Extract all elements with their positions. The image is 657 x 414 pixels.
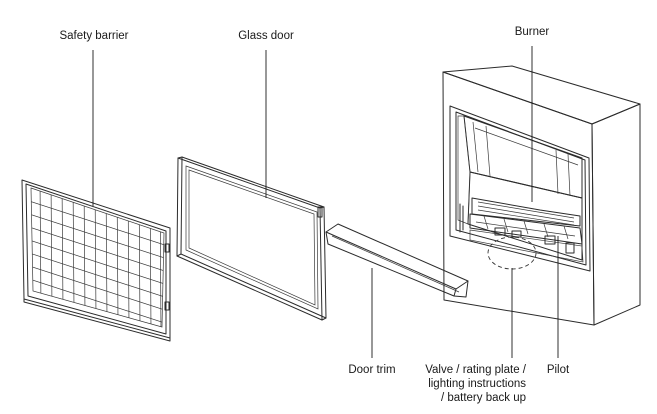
- label-door-trim: Door trim: [348, 364, 396, 376]
- label-valve-line2: lighting instructions: [428, 378, 526, 390]
- safety-barrier-mesh: [31, 188, 164, 327]
- fireplace-unit: [442, 65, 641, 326]
- label-burner: Burner: [514, 26, 550, 38]
- valve-highlight-ellipse: [487, 236, 537, 270]
- label-pilot: Pilot: [546, 364, 570, 376]
- label-valve-line1: Valve / rating plate /: [425, 364, 526, 376]
- leader-lines: [92, 46, 559, 358]
- label-glass-door: Glass door: [238, 30, 294, 42]
- label-safety-barrier: Safety barrier: [59, 30, 129, 42]
- label-valve-line3: / battery back up: [440, 392, 526, 404]
- safety-barrier-part: [21, 179, 171, 342]
- glass-door-part: [176, 156, 327, 321]
- door-trim-part: [325, 223, 469, 298]
